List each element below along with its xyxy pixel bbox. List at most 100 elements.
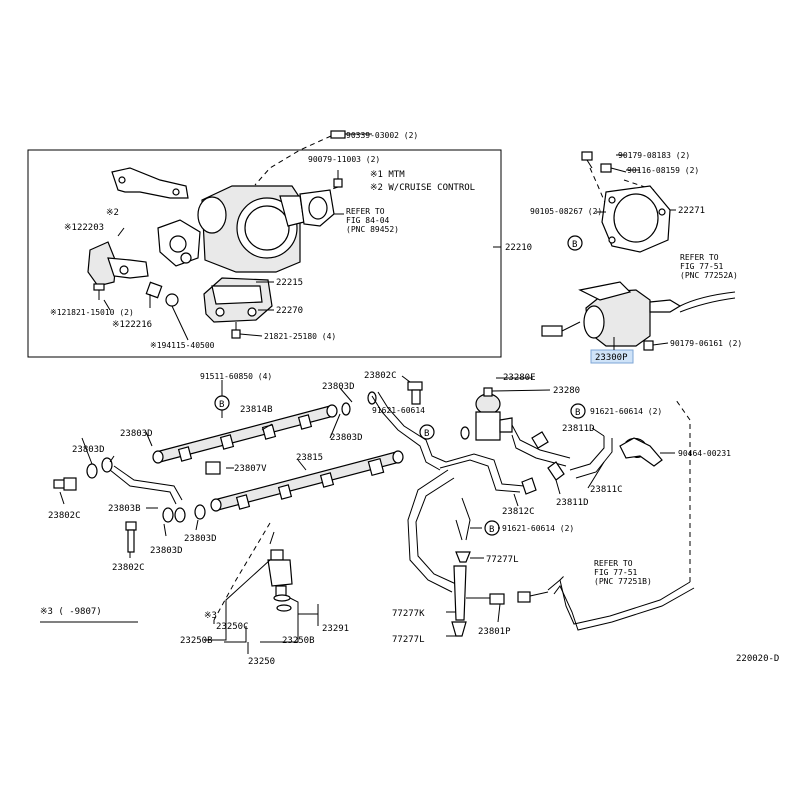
highlight-23300P [590, 349, 634, 364]
throttle-body-group-box [27, 149, 502, 358]
label-23803B: 23803B [108, 504, 141, 514]
union-bolt-23802C-icon [53, 477, 77, 491]
fuel-rail-23815-icon [210, 450, 404, 512]
label-77277K: 77277K [392, 609, 425, 619]
label-22271: 22271 [678, 206, 705, 216]
clamp-90464-icon [619, 437, 663, 467]
label-94115: ※194115-40500 [150, 341, 215, 350]
fuel-rail-23814B-icon [152, 404, 338, 464]
hose-clip-icon [451, 551, 471, 637]
diagram-id: 220020-D [736, 654, 779, 664]
idle-speed-body-icon [203, 277, 273, 323]
refer-to-2-line3: (PNC 77252A) [680, 271, 738, 280]
refer-to-1-line1: REFER TO [346, 207, 385, 216]
label-22215: 22215 [276, 278, 303, 288]
gasket-22216-icon [145, 281, 163, 299]
fuel-pipe-fitting-icon [466, 591, 549, 605]
screw-90079-icon [333, 170, 343, 188]
svg-text:B: B [424, 429, 429, 439]
refer-to-3-line2: FIG 77-51 [594, 568, 638, 577]
b-marker-icon: B [484, 520, 500, 536]
label-90079: 90079-11003 (2) [308, 155, 380, 164]
b-marker-icon: B [214, 395, 230, 411]
label-23811D-a: 23811D [562, 424, 595, 434]
b-marker-icon: B [567, 235, 583, 251]
label-91621-c: 91621-60614 (2) [502, 524, 574, 533]
label-90339: 90339-03002 (2) [346, 131, 418, 140]
label-23803D-b: 23803D [330, 433, 363, 443]
label-23802C-c: 23802C [112, 563, 145, 573]
fuel-injector-icon [267, 549, 293, 612]
bolt-90179-08183-icon [581, 151, 593, 169]
label-23811D-b: 23811D [556, 498, 589, 508]
refer-to-2-line2: FIG 77-51 [680, 262, 724, 271]
label-22203: ※122203 [64, 223, 104, 233]
label-90179-06161: 90179-06161 (2) [670, 339, 742, 348]
svg-text:B: B [575, 408, 580, 418]
bolt-90116-icon [600, 163, 627, 173]
fuel-filter-icon [578, 281, 736, 347]
label-23803D-e: 23803D [184, 534, 217, 544]
mark-2: ※2 [106, 208, 119, 218]
refer-to-3-line1: REFER TO [594, 559, 633, 568]
idle-air-control-valve-icon [87, 241, 149, 287]
label-23803D-a: 23803D [322, 382, 355, 392]
svg-text:B: B [572, 240, 577, 250]
label-23811C: 23811C [590, 485, 623, 495]
label-91511: 91511-60850 (4) [200, 372, 272, 381]
washer-94115-icon [165, 293, 189, 341]
refer-to-2-line1: REFER TO [680, 253, 719, 262]
label-23250: 23250 [248, 657, 275, 667]
label-23803D-c: 23803D [120, 429, 153, 439]
label-22270: 22270 [276, 306, 303, 316]
note-2: ※2 W/CRUISE CONTROL [370, 183, 475, 193]
label-21821-15010: ※121821-15010 (2) [50, 308, 134, 317]
label-22210: 22210 [505, 243, 532, 253]
refer-to-1-line3: (PNC 89452) [346, 225, 399, 234]
label-23801P: 23801P [478, 627, 511, 637]
label-77277L-a: 77277L [486, 555, 519, 565]
label-23814B: 23814B [240, 405, 273, 415]
label-77277L-b: 77277L [392, 635, 425, 645]
bolt-21821-25180-icon [231, 322, 241, 339]
damper-23807V-icon [205, 461, 221, 475]
label-90179-08183: 90179-08183 (2) [618, 151, 690, 160]
label-23250C: 23250C [216, 622, 249, 632]
label-23300P[interactable]: 23300P [595, 353, 628, 363]
label-91621-a: 91621-60614 [372, 406, 425, 415]
throttle-body-icon [157, 185, 305, 273]
label-23280: 23280 [553, 386, 580, 396]
svg-text:B: B [219, 400, 224, 410]
refer-to-3-line3: (PNC 77251B) [594, 577, 652, 586]
label-22216: ※122216 [112, 320, 152, 330]
label-23815: 23815 [296, 453, 323, 463]
throttle-gasket-icon [299, 189, 335, 227]
b-marker-icon: B [570, 403, 586, 419]
label-23803D-f: 23803D [150, 546, 183, 556]
mark-3: ※3 [204, 611, 217, 621]
b-marker-icon: B [419, 424, 435, 440]
bolt-21821-15010-icon [93, 283, 105, 300]
label-23250B-a: 23250B [180, 636, 213, 646]
label-23250B-b: 23250B [282, 636, 315, 646]
label-90464: 90464-00231 [678, 449, 731, 458]
note-3: ※3 ( -9807) [40, 607, 102, 617]
label-23802C-b: 23802C [48, 511, 81, 521]
label-23812C: 23812C [502, 507, 535, 517]
union-bolt-23802C-icon [125, 521, 137, 553]
label-90105: 90105-08267 (2) [530, 207, 602, 216]
filter-bracket-icon [601, 185, 671, 253]
label-21821-25180: 21821-25180 (4) [264, 332, 336, 341]
note-1: ※1 MTM [370, 170, 405, 180]
label-23802C-a: 23802C [364, 371, 397, 381]
svg-text:B: B [489, 525, 494, 535]
label-23291: 23291 [322, 624, 349, 634]
label-23807V: 23807V [234, 464, 267, 474]
label-91621-b: 91621-60614 (2) [590, 407, 662, 416]
pressure-regulator-icon [475, 387, 513, 441]
bracket-icon [111, 167, 189, 199]
label-23280E: 23280E [503, 373, 536, 383]
label-90116: 90116-08159 (2) [627, 166, 699, 175]
label-23803D-d: 23803D [72, 445, 105, 455]
